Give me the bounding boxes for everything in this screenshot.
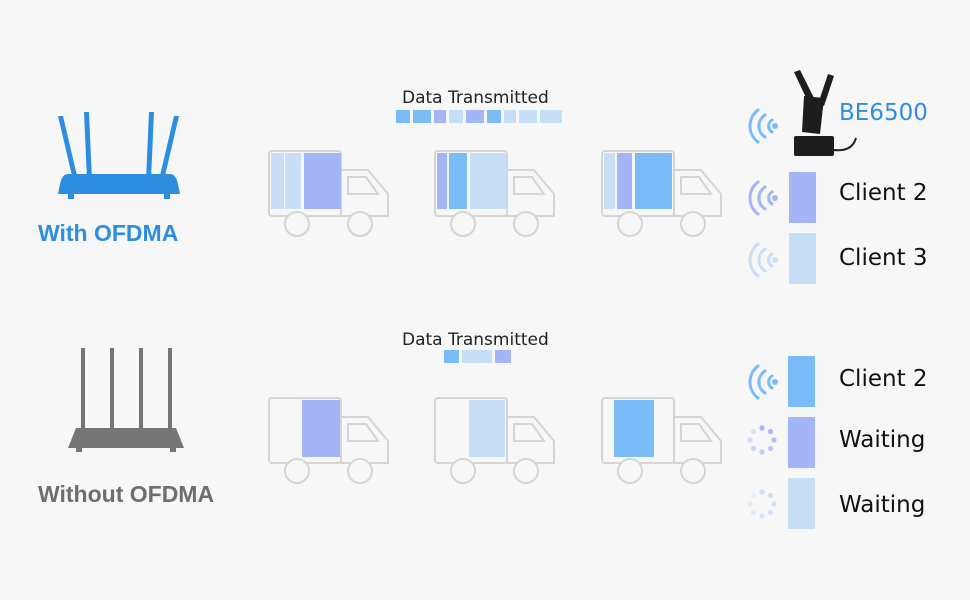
- client-block: [788, 417, 815, 468]
- packet-block: [285, 153, 301, 209]
- client-block: [788, 356, 815, 407]
- loading-spinner-icon: [747, 489, 777, 519]
- packet-block: [437, 153, 447, 209]
- packet-block: [614, 400, 654, 457]
- client-label: Client 2: [839, 180, 928, 206]
- client-block: [788, 478, 815, 529]
- packet-block: [469, 400, 505, 457]
- usb-adapter-icon: [794, 70, 857, 156]
- client-label: Client 3: [839, 245, 928, 271]
- with-ofdma-label: With OFDMA: [38, 220, 179, 246]
- router-icon-gray: [68, 348, 184, 452]
- client-label: Waiting: [839, 492, 926, 518]
- without-ofdma-label: Without OFDMA: [38, 481, 215, 507]
- packet-block: [604, 153, 615, 209]
- packet-block: [304, 153, 341, 209]
- data-transmitted-bar-bottom: [444, 350, 512, 363]
- packet-block: [449, 153, 467, 209]
- wifi-signal-icon: [748, 108, 778, 144]
- client-label: Waiting: [839, 427, 926, 453]
- wifi-signal-icon: [748, 180, 778, 216]
- loading-spinner-icon: [747, 425, 777, 455]
- wifi-signal-icon: [748, 364, 778, 400]
- data-transmitted-label-bottom: Data Transmitted: [402, 330, 549, 350]
- device-model-label: BE6500: [839, 100, 928, 126]
- client-label: Client 2: [839, 366, 928, 392]
- packet-block: [470, 153, 507, 209]
- packet-block: [302, 400, 340, 457]
- packet-block: [635, 153, 672, 209]
- packet-block: [617, 153, 632, 209]
- router-icon-blue: [58, 112, 180, 199]
- data-transmitted-label-top: Data Transmitted: [402, 88, 549, 108]
- client-block: [789, 233, 816, 284]
- packet-block: [271, 153, 284, 209]
- client-block: [789, 172, 816, 223]
- data-transmitted-bar-top: [396, 110, 562, 123]
- wifi-signal-icon: [748, 242, 778, 278]
